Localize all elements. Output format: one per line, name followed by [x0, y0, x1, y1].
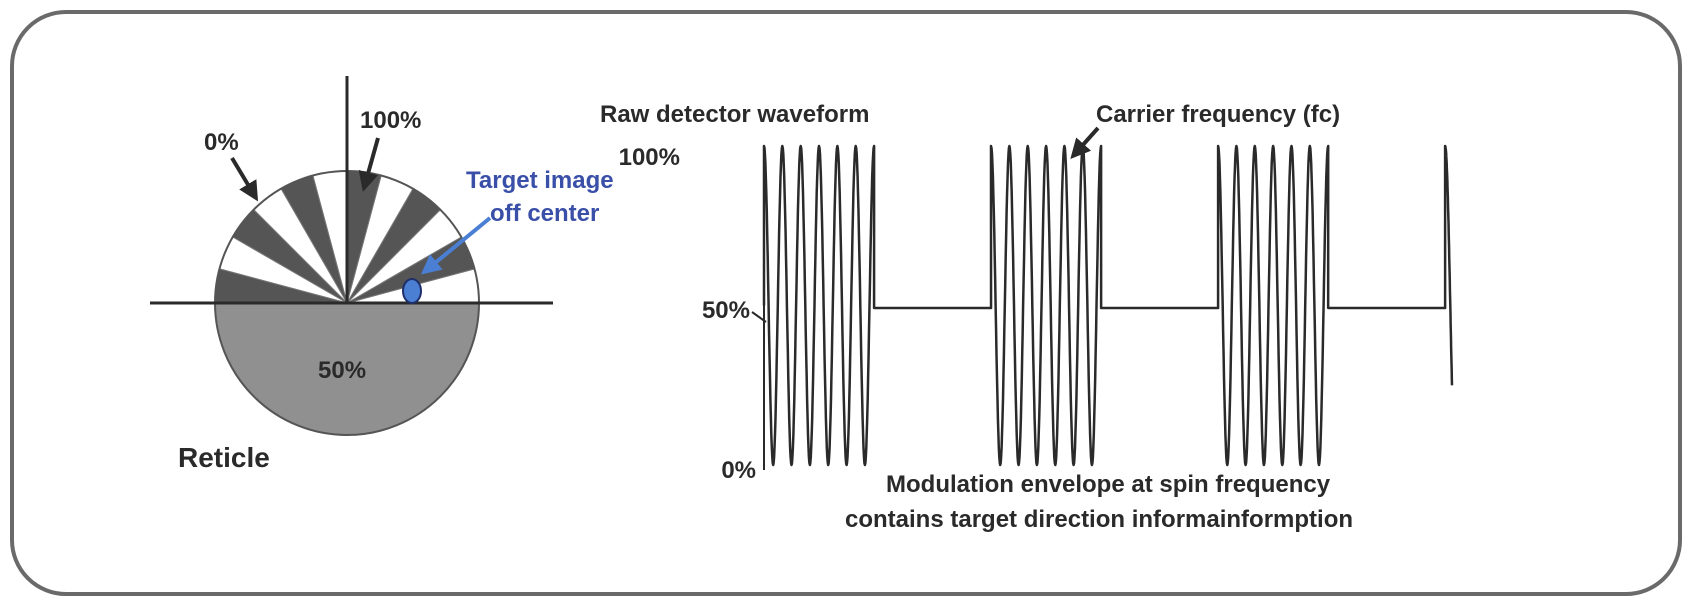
y-tick-0: 0% [721, 457, 756, 484]
arrow-100-percent [358, 137, 380, 192]
carrier-frequency-label: Carrier frequency (fc) [1096, 101, 1340, 128]
reticle-label-50: 50% [318, 357, 366, 384]
reticle-lower-half [215, 303, 479, 435]
arrow-carrier-frequency [1070, 126, 1100, 159]
waveform-title: Raw detector waveform [600, 101, 869, 128]
reticle-caption: Reticle [178, 442, 270, 473]
target-label-line2: off center [490, 200, 599, 227]
reticle-label-0: 0% [204, 129, 239, 156]
target-image-spot [402, 278, 422, 304]
envelope-caption-line2: contains target direction informainformp… [845, 506, 1353, 533]
envelope-caption-line1: Modulation envelope at spin frequency [886, 471, 1331, 498]
y-tick-50: 50% [702, 297, 750, 324]
waveform-trace [762, 144, 1454, 467]
y-tick-100: 100% [619, 144, 680, 171]
target-label-line1: Target image [466, 167, 614, 194]
arrow-0-percent [230, 156, 259, 202]
arrow-target-image [420, 216, 492, 275]
reticle-label-100: 100% [360, 107, 421, 134]
reticle-disc [150, 76, 553, 436]
